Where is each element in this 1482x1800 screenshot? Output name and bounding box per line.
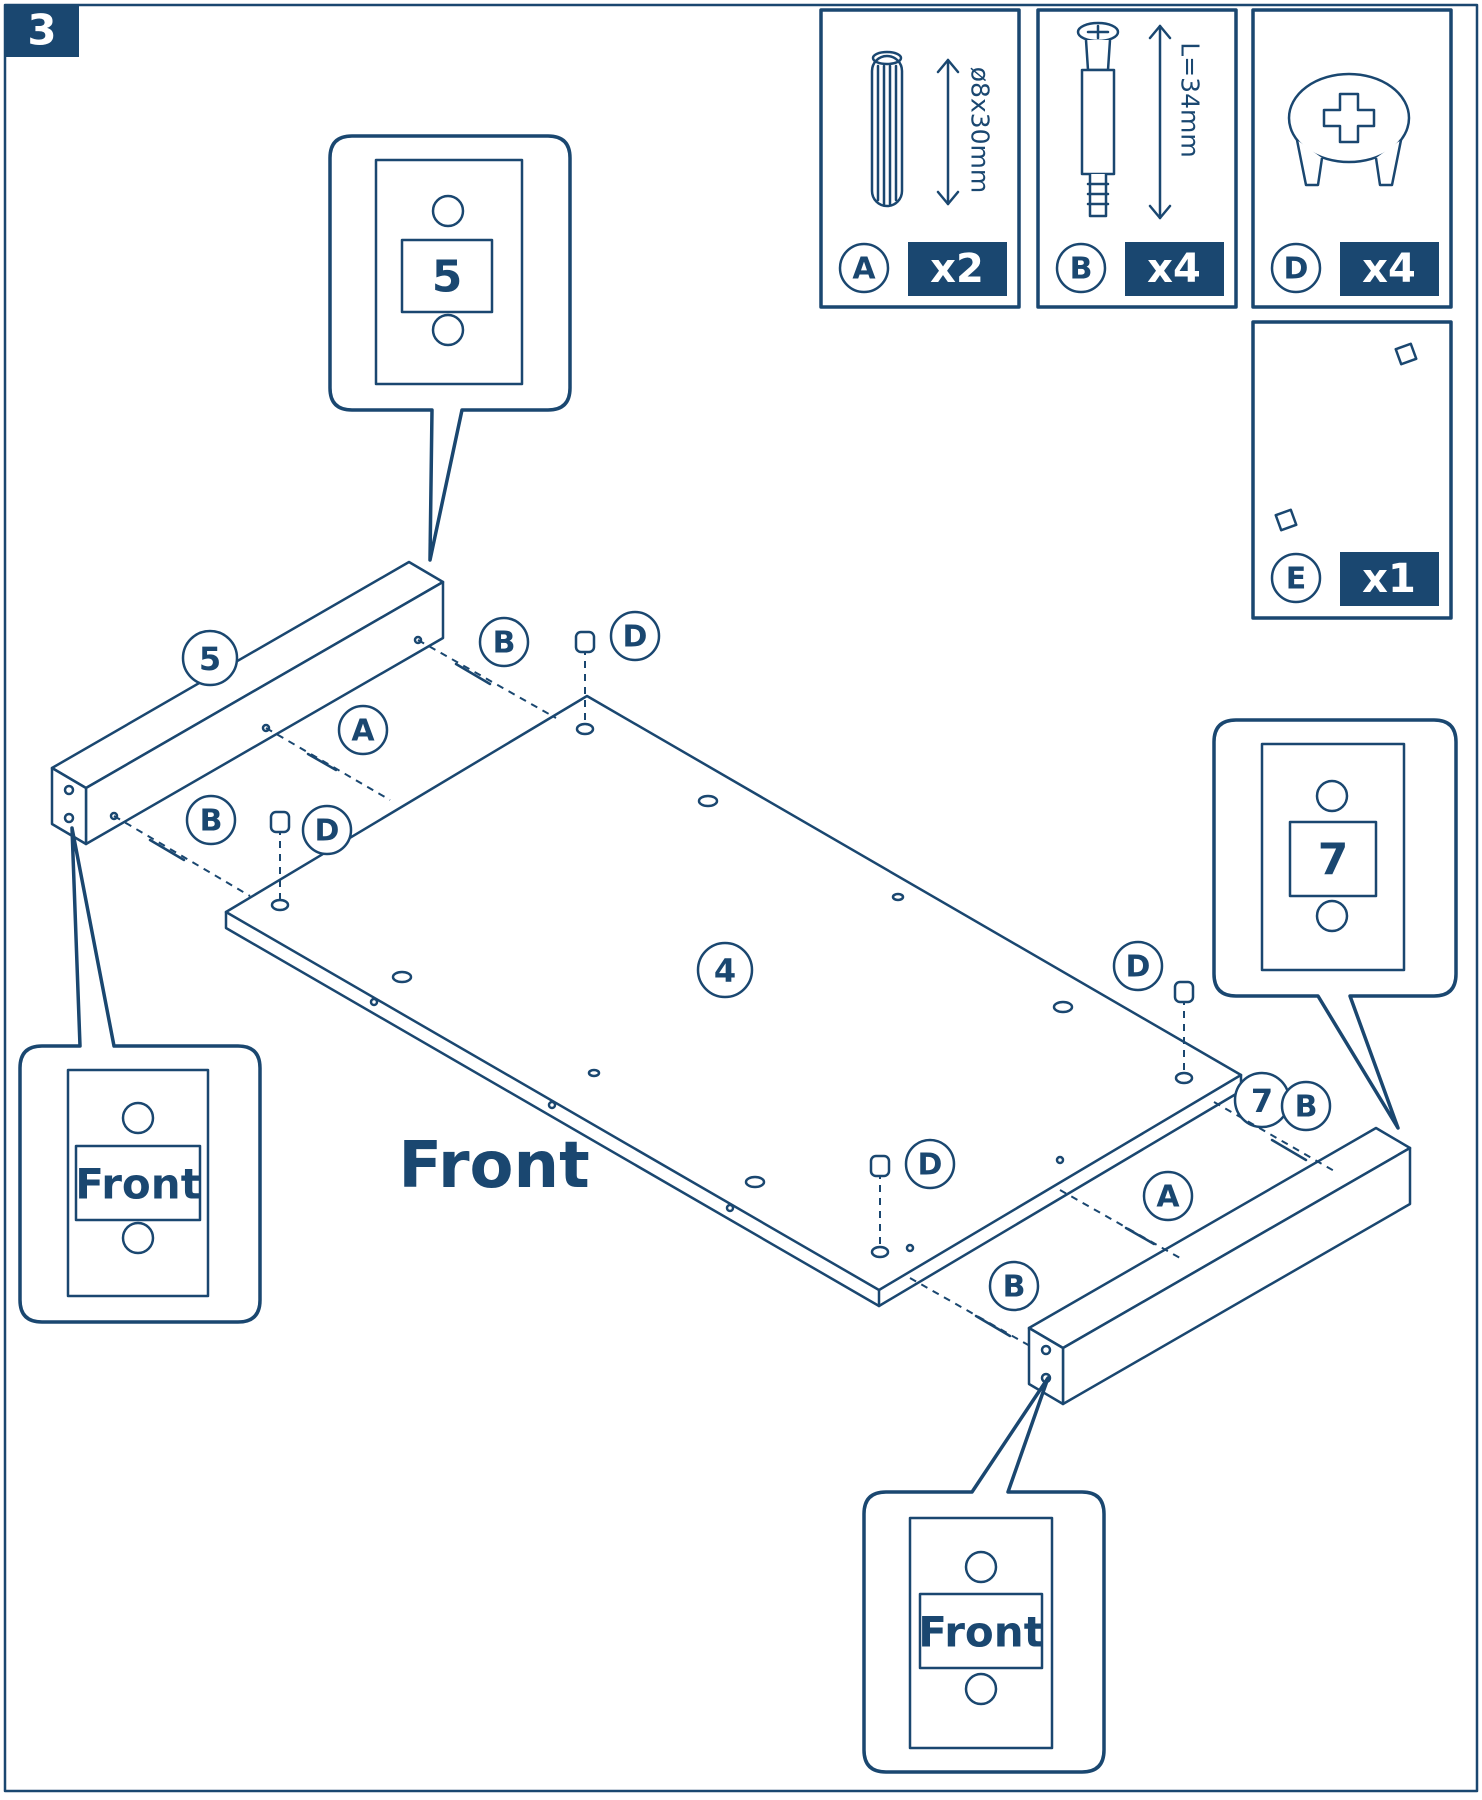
part-a-box: ø8x30mm A x2: [819, 8, 1021, 309]
step-number: 3: [27, 6, 56, 55]
label-a-left: A: [351, 714, 375, 749]
label-b-left-bottom: B: [200, 804, 223, 839]
step-badge: [5, 5, 79, 57]
callout-rail-7-end: 7: [1212, 718, 1458, 1130]
rail-5: 5: [50, 560, 445, 846]
callout-rail-7-label: 7: [1318, 835, 1349, 886]
label-a-right: A: [1156, 1180, 1180, 1215]
cam-d-left-bottom: [269, 810, 291, 834]
bolt-b-right-bottom: [974, 1314, 1012, 1338]
callout-front-right-label: Front: [918, 1608, 1044, 1657]
label-d-right-bottom: D: [918, 1148, 943, 1183]
label-d-left-bottom: D: [315, 814, 340, 849]
callout-rail-5-end: 5: [328, 134, 572, 562]
cam-d-left-top: [574, 630, 596, 654]
part-b-box: L=34mm B x4: [1036, 8, 1238, 309]
label-d-right-top: D: [1126, 950, 1151, 985]
label-b-right-top: B: [1295, 1090, 1318, 1125]
rail-5-number: 5: [199, 640, 221, 678]
front-label: Front: [398, 1129, 589, 1203]
part-b-quantity: x4: [1147, 246, 1201, 292]
board-number: 4: [714, 952, 736, 990]
label-b-right-bottom: B: [1003, 1270, 1026, 1305]
part-a-quantity: x2: [930, 246, 984, 292]
label-b-left-top: B: [493, 626, 516, 661]
callout-rail-5-label: 5: [432, 252, 463, 303]
dowel-a-right: [1124, 1226, 1156, 1246]
part-b-dimension: L=34mm: [1176, 42, 1205, 157]
part-b-letter: B: [1070, 252, 1093, 287]
callout-front-left-label: Front: [75, 1160, 201, 1209]
assembly-guides: [113, 630, 1337, 1347]
part-d-quantity: x4: [1362, 246, 1416, 292]
cam-bolt-icon: [1076, 21, 1120, 218]
part-e-quantity: x1: [1362, 556, 1416, 602]
label-d-left-top: D: [623, 620, 648, 655]
callout-front-right: Front: [862, 1376, 1106, 1774]
part-d-letter: D: [1284, 252, 1309, 287]
cam-d-right-bottom: [869, 1154, 891, 1178]
page-frame: [3, 3, 1479, 1793]
dowel-a-left: [306, 752, 338, 772]
callout-front-left: Front: [18, 826, 262, 1324]
cam-lock-icon: [1287, 72, 1411, 187]
part-a-dimension: ø8x30mm: [966, 67, 995, 194]
assembly-letter-labels: B A B D D D D B A B: [185, 610, 1332, 1312]
cam-d-right-top: [1173, 980, 1195, 1004]
bolt-b-left-top: [454, 662, 492, 686]
board-4: 4: [224, 694, 1243, 1308]
rail-7-number: 7: [1251, 1082, 1273, 1120]
dowel-icon: [870, 50, 904, 208]
allen-key-icon: [1274, 342, 1418, 532]
bolt-b-right-top: [1270, 1138, 1308, 1162]
part-d-box: D x4: [1251, 8, 1453, 309]
part-e-box: E x1: [1251, 320, 1453, 620]
part-e-letter: E: [1286, 562, 1307, 597]
rail-7: 7: [1027, 1071, 1412, 1406]
part-a-letter: A: [852, 252, 876, 287]
bolt-b-left-bottom: [148, 838, 186, 862]
